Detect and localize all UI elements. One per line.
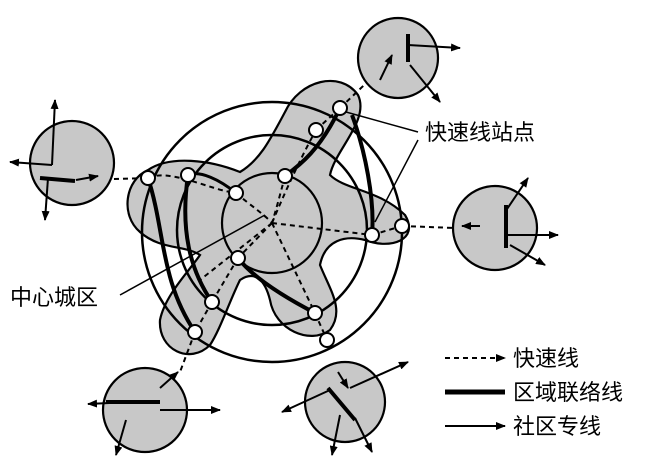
- legend-regional-label: 区域联络线: [513, 381, 623, 406]
- legend: 快速线 区域联络线 社区专线: [445, 347, 623, 440]
- station-node: [228, 185, 244, 201]
- station-node: [308, 122, 324, 138]
- satellite-northeast: [356, 16, 461, 103]
- stations: [140, 100, 410, 348]
- regional-line-west: [146, 177, 197, 334]
- station-label-leaders: [345, 111, 419, 223]
- legend-express-label: 快速线: [513, 347, 579, 372]
- satellite-east: [451, 177, 559, 272]
- station-node: [230, 250, 246, 266]
- station-node: [332, 100, 348, 116]
- station-node: [204, 294, 220, 310]
- station-label: 快速线站点: [425, 121, 535, 146]
- station-node: [319, 332, 335, 348]
- station-node: [180, 167, 196, 183]
- center-label-leader: [119, 214, 266, 296]
- satellite-west: [9, 99, 116, 221]
- station-node: [307, 305, 323, 321]
- satellite-southeast: [281, 360, 409, 456]
- center-label: 中心城区: [10, 286, 98, 311]
- station-node: [140, 170, 156, 186]
- regional-line-west-inner: [183, 174, 214, 304]
- regional-line-east: [350, 114, 375, 236]
- station-node: [277, 168, 293, 184]
- station-node: [394, 218, 410, 234]
- station-node: [364, 227, 380, 243]
- regional-line-south: [236, 256, 316, 315]
- station-node: [187, 324, 203, 340]
- legend-community-label: 社区专线: [513, 415, 601, 440]
- satellite-southwest: [87, 366, 221, 456]
